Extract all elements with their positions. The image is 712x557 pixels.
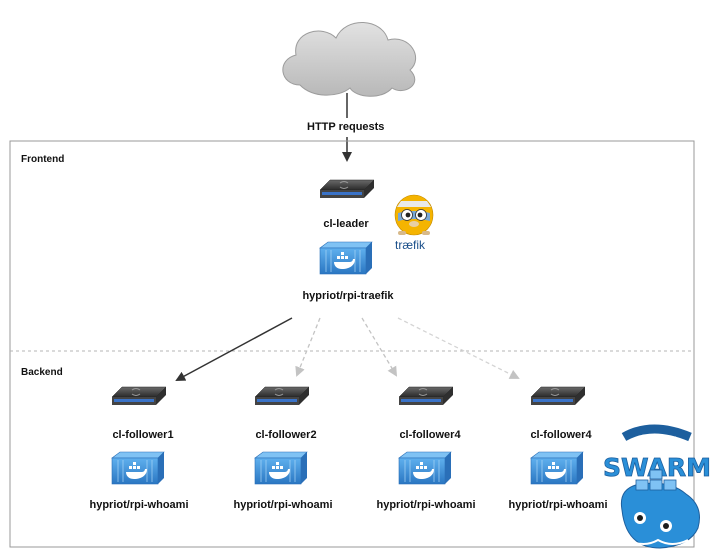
follower3-server-icon [398, 386, 454, 406]
route-arrow-follower3 [361, 317, 398, 377]
http-requests-label: HTTP requests [307, 121, 385, 133]
swarm-logo-docker-text: docker [638, 434, 676, 445]
leader-server-icon [319, 179, 375, 199]
follower4-image-label: hypriot/rpi-whoami [508, 499, 608, 511]
cluster-boundary [9, 140, 695, 548]
follower1-container-icon [111, 451, 165, 485]
docker-swarm-logo: docker SWARM [603, 424, 711, 549]
follower2-image-label: hypriot/rpi-whoami [233, 499, 333, 511]
follower3-image-label: hypriot/rpi-whoami [376, 499, 476, 511]
follower4-server-icon [530, 386, 586, 406]
follower1-image-label: hypriot/rpi-whoami [89, 499, 189, 511]
leader-container-icon [319, 241, 373, 275]
route-arrow-follower1 [175, 317, 293, 381]
follower2-container-icon [254, 451, 308, 485]
follower4-host-label: cl-follower4 [530, 429, 592, 441]
follower2-server-icon [254, 386, 310, 406]
traefik-logo-icon [394, 194, 434, 236]
leader-image-label: hypriot/rpi-traefik [302, 290, 394, 302]
frontend-section-label: Frontend [21, 154, 65, 165]
traefik-logo-text: træfik [395, 238, 425, 252]
backend-section-label: Backend [21, 367, 63, 378]
route-arrow-follower4 [397, 317, 520, 379]
follower3-container-icon [398, 451, 452, 485]
swarm-whale-icon [620, 469, 700, 549]
follower1-server-icon [111, 386, 167, 406]
route-arrow-follower2 [295, 317, 321, 377]
internet-cloud-icon [282, 22, 416, 97]
follower3-host-label: cl-follower4 [399, 429, 461, 441]
follower2-host-label: cl-follower2 [255, 429, 317, 441]
leader-host-label: cl-leader [323, 218, 369, 230]
follower4-container-icon [530, 451, 584, 485]
follower1-host-label: cl-follower1 [112, 429, 174, 441]
